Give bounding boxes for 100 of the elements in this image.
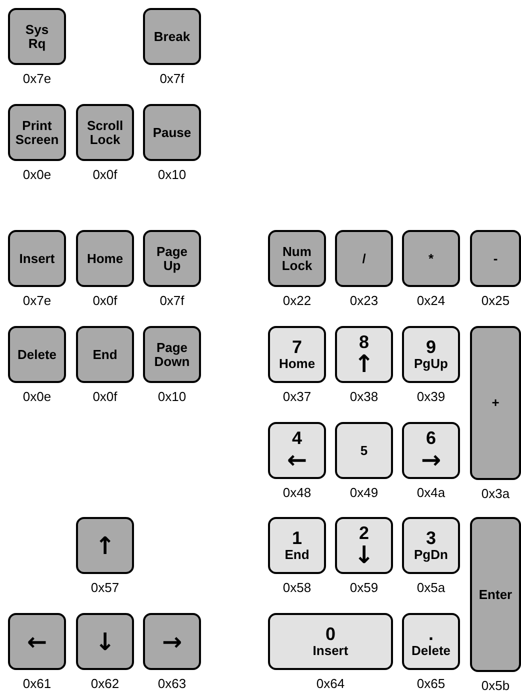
key-label: Scroll Lock [86,118,124,146]
key [335,422,393,479]
scan-code: 0x7e [22,72,52,85]
key [268,326,326,383]
key [143,104,201,161]
key-label: 3 [426,529,436,548]
scan-code: 0x39 [416,390,446,403]
scan-code: 0x10 [156,168,188,181]
scan-code: 0x5a [416,581,446,594]
scan-code: 0x5b [480,679,511,692]
key [402,613,460,670]
scan-code: 0x57 [90,581,120,594]
key-label: Home [86,252,124,266]
scan-code: 0x62 [90,677,120,690]
key [76,613,134,670]
key-label: ← [26,630,48,654]
key-label: Home [278,357,316,371]
key-label: + [492,396,500,410]
key-label: Page Down [154,340,190,368]
scan-code: 0x3a [480,487,511,500]
key [8,104,66,161]
scan-code: 0x64 [315,677,346,690]
key [8,230,66,287]
key [76,104,134,161]
key-label: * [428,252,434,266]
key-label: Break [154,30,190,44]
key-label: Sys Rq [25,22,49,50]
scan-code: 0x25 [480,294,511,307]
key [8,8,66,65]
key-label: . [428,625,434,644]
scan-code: 0x59 [348,581,380,594]
key-label: PgDn [414,548,448,562]
key-label: 6 [426,429,436,448]
scan-code: 0x10 [156,390,188,403]
scan-code: 0x48 [282,486,312,499]
scan-code: 0x4a [416,486,446,499]
key-label: 2 [358,524,369,543]
key [143,230,201,287]
key [335,230,393,287]
key-label: Enter [478,588,512,602]
key [268,613,393,670]
key-label: Insert [312,644,348,658]
key [268,230,326,287]
scan-code: 0x0e [22,168,52,181]
key [76,230,134,287]
key [143,8,201,65]
scan-code: 0x49 [348,486,380,499]
scan-code: 0x65 [416,677,446,690]
key [268,517,326,574]
key-label: Print Screen [15,118,59,146]
key [76,326,134,383]
key-label: Delete [411,644,451,658]
key-label: End [284,548,310,562]
scan-code: 0x61 [22,677,52,690]
scan-code: 0x0f [92,168,118,181]
key [143,613,201,670]
key [268,422,326,479]
key [402,230,460,287]
scan-code: 0x7f [158,294,186,307]
key [470,230,521,287]
scan-code: 0x23 [348,294,380,307]
key-label: Delete [17,348,57,362]
key [8,613,66,670]
key-label: 4 [292,429,302,448]
key [402,422,460,479]
key-label: Num Lock [282,244,312,272]
key [76,517,134,574]
key-label: 8 [358,333,369,352]
key-label: ↓ [94,630,116,654]
key-label: - [493,252,498,266]
key-label: / [362,252,366,266]
key [335,326,393,383]
key-label: ↑ [94,534,116,558]
key-label: ↑ [354,352,374,376]
key [470,326,521,480]
key-label: PgUp [414,357,448,371]
key-label: 1 [292,529,302,548]
scan-code: 0x58 [282,581,312,594]
key [335,517,393,574]
scan-code: 0x7f [158,72,186,85]
scan-code: 0x0e [22,390,52,403]
scan-code: 0x0f [92,294,118,307]
key-label: → [420,448,442,472]
key-label: Page Up [156,244,188,272]
key-label: 7 [292,338,302,358]
scan-code: 0x63 [156,677,188,690]
key-label: → [162,630,182,654]
key-label: 0 [325,625,336,644]
scan-code: 0x24 [416,294,446,307]
scan-code: 0x0f [92,390,118,403]
key-label: ↓ [354,542,374,567]
scan-code: 0x37 [282,390,312,403]
key-label: ← [286,448,308,472]
key [470,517,521,672]
key-label: 5 [360,444,368,458]
key-label: 9 [426,338,436,358]
key-label: Insert [19,252,55,266]
scan-code: 0x38 [348,390,380,403]
scan-code: 0x7e [22,294,52,307]
key [143,326,201,383]
